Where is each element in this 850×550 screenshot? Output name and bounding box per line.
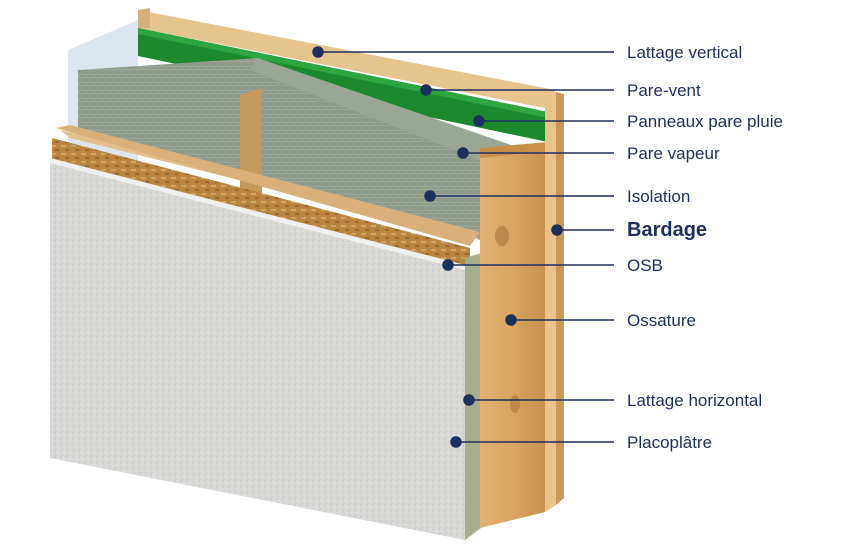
label-osb: OSB [627, 256, 663, 275]
vertical-lath-top [138, 10, 555, 110]
ossature-stud [480, 152, 545, 528]
label-pare-vent: Pare-vent [627, 81, 701, 100]
top-rail [56, 125, 480, 246]
label-pare-vapeur: Pare vapeur [627, 144, 720, 163]
dot-isolation [424, 190, 436, 202]
dot-pare-vapeur [457, 147, 469, 159]
label-lattage-vertical: Lattage vertical [627, 43, 743, 62]
dot-placoplatre [450, 436, 462, 448]
label-ossature: Ossature [627, 311, 696, 330]
dot-bardage [551, 224, 563, 236]
plasterboard-face [50, 158, 465, 540]
dot-lattage-vertical [312, 46, 324, 58]
pare-vent-membrane [138, 28, 548, 142]
osb-board [52, 138, 470, 268]
label-lattage-horizontal: Lattage horizontal [627, 391, 763, 410]
dot-osb [442, 259, 454, 271]
insulation-block [78, 58, 480, 240]
label-panneaux-pare-pluie: Panneaux pare pluie [627, 112, 783, 131]
label-bardage: Bardage [627, 219, 708, 241]
dot-pare-vent [420, 84, 432, 96]
dot-panneaux-pare-pluie [473, 115, 485, 127]
label-placoplatre: Placoplâtre [627, 433, 713, 452]
label-isolation: Isolation [627, 187, 691, 206]
dot-lattage-horizontal [463, 394, 475, 406]
dot-ossature [505, 314, 517, 326]
